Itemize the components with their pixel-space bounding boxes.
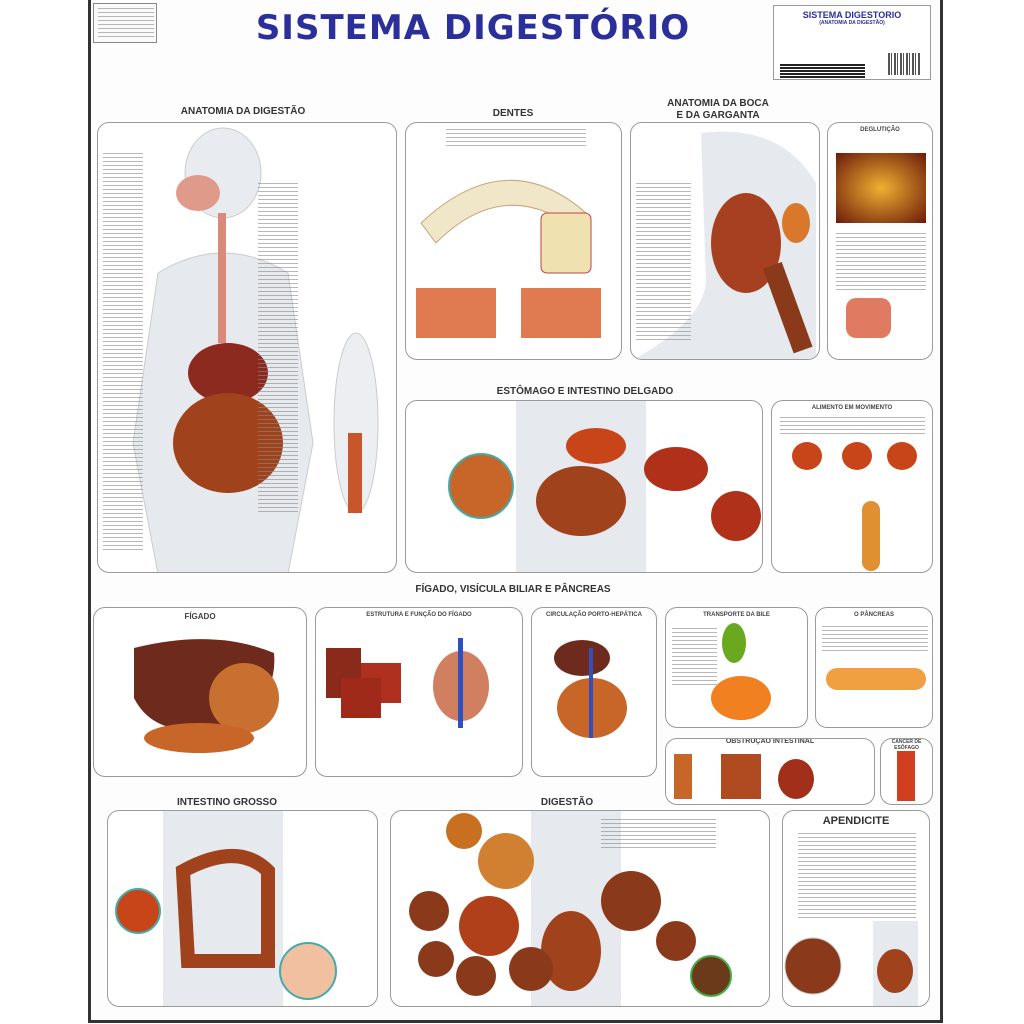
heading-figado-group: FÍGADO, VISÍCULA BILIAR E PÂNCREAS xyxy=(415,584,611,595)
heading-pancreas: O PÂNCREAS xyxy=(853,612,894,618)
teeth-illustration xyxy=(416,179,601,338)
heading-circulacao: CIRCULAÇÃO PORTO-HEPÁTICA xyxy=(546,612,642,618)
mouth-illustration xyxy=(634,131,816,359)
panel-figado: FÍGADO xyxy=(93,607,307,777)
heading-anatomia: ANATOMIA DA DIGESTÃO xyxy=(180,106,306,117)
label-title: SISTEMA DIGESTORIO xyxy=(802,10,902,20)
heading-digestao: DIGESTÃO xyxy=(540,797,594,808)
panel-estomago xyxy=(405,400,763,573)
panel-dentes xyxy=(405,122,622,360)
panel-anatomia xyxy=(97,122,397,573)
pancreas-illustration xyxy=(826,668,926,690)
bile-illustration xyxy=(711,623,771,720)
peristalsis-illustration xyxy=(792,442,917,571)
heading-intestino-grosso: INTESTINO GROSSO xyxy=(176,797,278,808)
panel-digestao xyxy=(390,810,770,1007)
heading-estomago: ESTÔMAGO E INTESTINO DELGADO xyxy=(496,386,674,397)
heading-boca: ANATOMIA DA BOCA E DA GARGANTA xyxy=(667,98,769,121)
appendix-illustration xyxy=(784,921,918,1006)
large-intestine-illustration xyxy=(115,811,337,1006)
poster-title: SISTEMA DIGESTÓRIO xyxy=(255,8,691,48)
panel-apendicite: APENDICITE xyxy=(782,810,930,1007)
panel-boca xyxy=(630,122,820,360)
panel-intestino-grosso xyxy=(107,810,378,1007)
panel-degluticao: DEGLUTIÇÃO xyxy=(827,122,933,360)
heading-alimento: ALIMENTO EM MOVIMENTO xyxy=(811,405,893,411)
panel-pancreas: O PÂNCREAS xyxy=(815,607,933,728)
portal-circulation-illustration xyxy=(554,640,627,738)
heading-apendicite: APENDICITE xyxy=(822,815,890,827)
heading-degluticao: DEGLUTIÇÃO xyxy=(860,127,900,133)
label-box: SISTEMA DIGESTORIO (ANATOMIA DA DIGESTÃO… xyxy=(773,5,931,80)
heading-cancer: CÂNCER DE ESÔFAGO xyxy=(891,739,922,751)
heading-dentes: DENTES xyxy=(492,108,534,119)
heading-bile: TRANSPORTE DA BILE xyxy=(703,612,770,618)
esophagus-illustration xyxy=(897,751,915,801)
publisher-box xyxy=(93,3,157,43)
panel-alimento: ALIMENTO EM MOVIMENTO xyxy=(771,400,933,573)
heading-figado: FÍGADO xyxy=(184,612,216,621)
panel-estrutura: ESTRUTURA E FUNÇÃO DO FÍGADO xyxy=(315,607,523,777)
stomach-illustration xyxy=(448,401,761,572)
heading-estrutura: ESTRUTURA E FUNÇÃO DO FÍGADO xyxy=(366,612,472,618)
label-subtitle: (ANATOMIA DA DIGESTÃO) xyxy=(819,20,885,26)
panel-obstrucao: OBSTRUÇÃO INTESTINAL xyxy=(665,738,875,805)
panel-cancer: CÂNCER DE ESÔFAGO xyxy=(880,738,933,805)
panel-bile: TRANSPORTE DA BILE xyxy=(665,607,808,728)
panel-circulacao: CIRCULAÇÃO PORTO-HEPÁTICA xyxy=(531,607,657,777)
liver-illustration xyxy=(134,639,279,753)
lobule-illustration xyxy=(326,638,489,728)
heading-obstrucao: OBSTRUÇÃO INTESTINAL xyxy=(725,738,815,745)
obstruction-illustration xyxy=(674,754,814,799)
barcode xyxy=(888,53,920,75)
